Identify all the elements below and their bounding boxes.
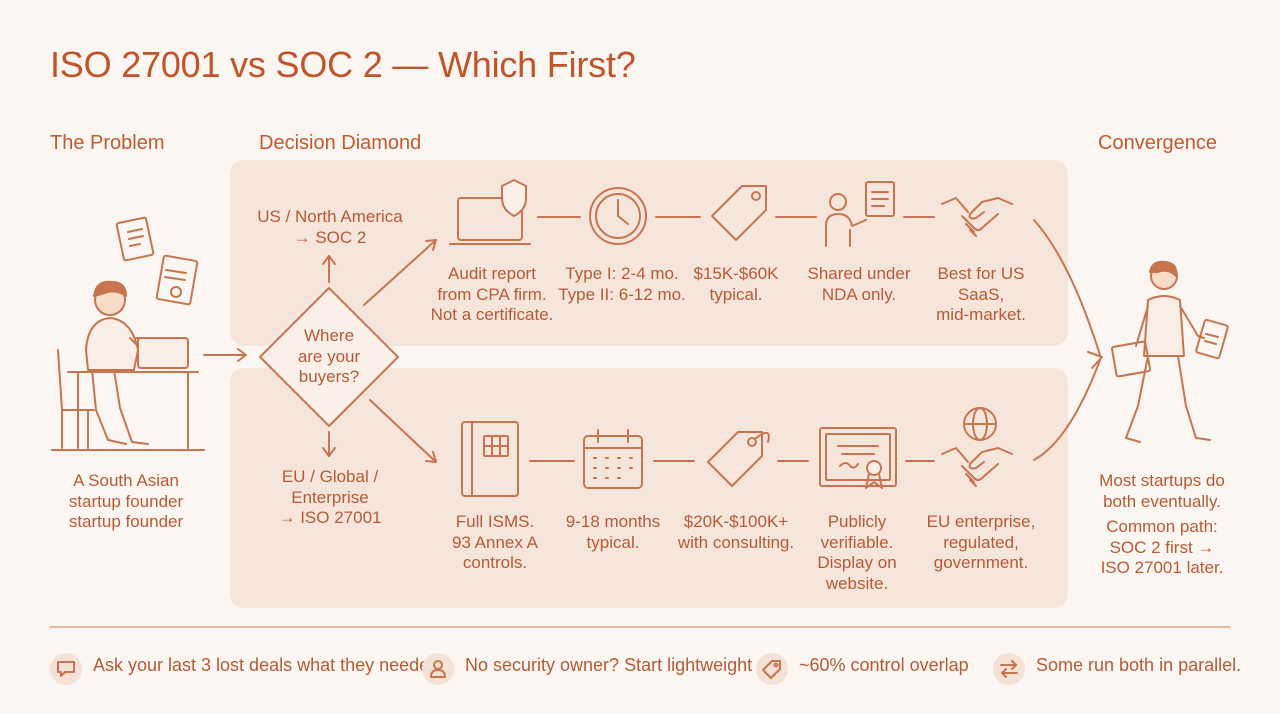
common-path: Common path: SOC 2 first → ISO 27001 lat…: [1100, 517, 1224, 577]
tag-icon: [762, 660, 781, 679]
soc2-step-cost: $15K-$60K typical.: [693, 264, 779, 304]
handshake-icon: [941, 197, 1013, 237]
soc2-step-sharing: Shared under NDA only.: [807, 264, 911, 304]
certificate-icon: [819, 427, 897, 489]
swap-arrows-icon: [1000, 660, 1018, 678]
iso-step-timeline: 9-18 months typical.: [565, 512, 661, 552]
decision-diamond: [259, 287, 399, 427]
soc2-step-report: Audit report from CPA firm. Not a certif…: [430, 264, 554, 324]
tip-icon-badge: [422, 653, 454, 685]
calendar-icon: [583, 429, 643, 489]
tip-overlap: ~60% control overlap: [799, 655, 969, 675]
tip-icon-badge: [50, 653, 82, 685]
tip-security-owner: No security owner? Start lightweight: [465, 655, 753, 675]
iso-lane: [230, 368, 1068, 608]
person-icon: [430, 660, 446, 678]
iso-step-cost: $20K-$100K+ with consulting.: [677, 512, 795, 552]
walking-person-icon: [1110, 260, 1229, 443]
tip-icon-badge: [756, 653, 788, 685]
page-title: ISO 27001 vs SOC 2 — Which First?: [50, 44, 636, 85]
price-tag-icon: [711, 185, 767, 241]
diamond-question: Where are your buyers?: [297, 326, 361, 386]
founder-caption: A South Asian startup founder startup fo…: [68, 471, 184, 531]
founder-at-laptop-icon: [51, 216, 205, 451]
laptop-shield-icon: [449, 179, 531, 245]
price-tag-icon: [707, 431, 770, 487]
iso-step-visibility: Publicly verifiable. Display on website.: [817, 512, 897, 593]
globe-handshake-icon: [941, 407, 1013, 487]
route-label-iso: EU / Global / Enterprise → ISO 27001: [278, 467, 382, 527]
section-heading-decision: Decision Diamond: [259, 132, 422, 154]
iso-step-fit: EU enterprise, regulated, government.: [926, 512, 1036, 572]
soc2-step-timeline: Type I: 2-4 mo. Type II: 6-12 mo.: [558, 264, 686, 304]
soc2-step-fit: Best for US SaaS, mid-market.: [936, 264, 1026, 324]
iso-step-scope: Full ISMS. 93 Annex A controls.: [451, 512, 539, 572]
tip-icon-badge: [993, 653, 1025, 685]
soc2-lane: [230, 160, 1068, 346]
route-label-soc2: US / North America → SOC 2: [257, 207, 403, 247]
clock-icon: [589, 187, 647, 245]
chat-icon: [57, 661, 75, 677]
binder-icon: [461, 421, 519, 497]
section-heading-problem: The Problem: [50, 132, 165, 154]
section-heading-convergence: Convergence: [1098, 132, 1217, 154]
tip-lost-deals: Ask your last 3 lost deals what they nee…: [93, 655, 440, 675]
person-document-icon: [825, 181, 895, 247]
convergence-caption: Most startups do both eventually.: [1099, 471, 1225, 511]
tip-parallel: Some run both in parallel.: [1036, 655, 1242, 675]
